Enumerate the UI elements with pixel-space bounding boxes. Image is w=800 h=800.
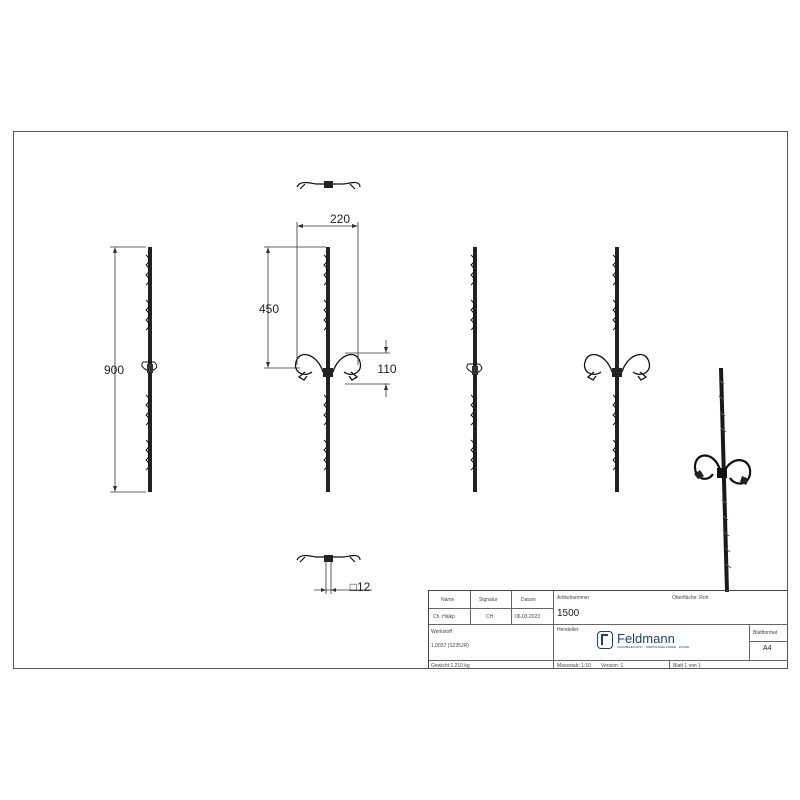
front-view-dimensioned [294,247,362,492]
weight: Gewicht 1.210 kg [431,663,470,669]
bottom-view [296,554,372,594]
dimension-12-label: □12 [349,580,371,594]
drawn-by-signature: CH [486,614,494,620]
header-name: Name [441,597,455,603]
drawn-date: 06.03.2023 [515,614,541,620]
header-signature: Signatur [479,597,498,603]
side-view-middle [466,247,483,492]
header-surface: Oberfläche: Roh [672,595,709,601]
manufacturer-label: Hersteller [557,627,579,633]
dimension-220-label: 220 [329,212,351,226]
format-label: Blattformat [753,630,778,636]
material-label: Werkstoff [431,629,452,635]
top-view [296,181,361,190]
square-section-icon: □ [349,580,357,594]
dimension-110 [345,340,390,397]
front-view-plain [583,247,651,492]
dimension-450 [264,246,326,369]
dimension-220 [296,222,359,365]
drawn-by-name: Ch. Hälkp [433,614,455,620]
side-view-left [141,247,158,492]
format-value: A4 [763,645,772,652]
feldmann-logo: Feldmann SCHMIEDEKUNST · TREPPENGELÄNDER… [597,629,689,651]
scale: Massstab: 1:10 [557,663,591,669]
dimension-900-label: 900 [103,363,125,377]
title-block: Name Signatur Datum Artikelnummer Oberfl… [428,590,788,669]
article-number-value: 1500 [557,608,580,619]
isometric-view [693,368,752,592]
sheet-number: Blatt 1 von 1 [673,663,701,669]
feldmann-logo-icon [597,631,613,649]
header-article-number: Artikelnummer [557,595,590,601]
dimension-110-label: 110 [377,362,397,376]
header-date: Datum [521,597,536,603]
version: Version: 1 [601,663,624,669]
material-value: 1.0037 (S235JR) [431,643,469,649]
dimension-900 [110,246,146,493]
drawing-frame [13,131,788,669]
dimension-450-label: 450 [258,302,280,316]
